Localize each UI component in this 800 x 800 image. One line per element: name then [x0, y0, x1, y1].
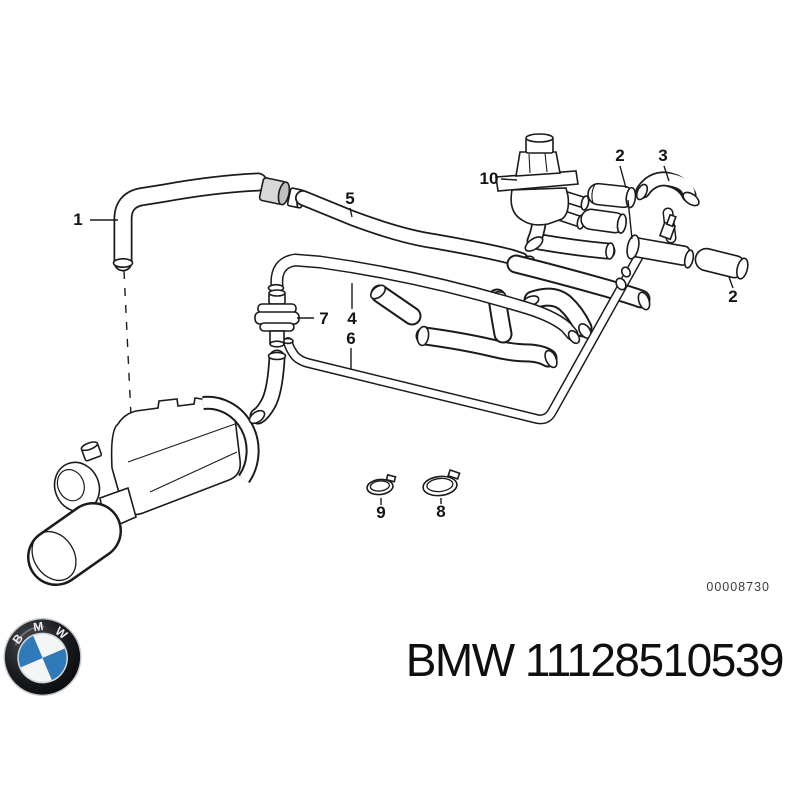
hose-diagram-drawing: 00008730 [27, 133, 770, 594]
short-hose-2a [587, 182, 637, 209]
part-number-text: 11128510539 [524, 634, 785, 686]
short-hose-2b [580, 208, 627, 234]
diagram-code: 00008730 [706, 580, 770, 594]
assembly-dash-line [123, 270, 132, 417]
filter-7 [254, 289, 300, 348]
clamp-8 [422, 469, 461, 497]
valve-10 [495, 133, 590, 252]
leader-lines [90, 165, 734, 505]
context-hoses [369, 233, 651, 369]
pump-inlet-elbow [248, 349, 287, 425]
pump-assembly [27, 395, 260, 586]
short-hose-2c [694, 247, 749, 280]
t-fitting [626, 213, 695, 269]
brand-text: BMW [405, 634, 515, 686]
clamp-9 [366, 473, 397, 496]
svg-text:M: M [32, 619, 44, 634]
hose-1 [112, 172, 268, 272]
pipe-6 [282, 251, 644, 425]
part-title: BMW 11128510539 [405, 633, 785, 687]
